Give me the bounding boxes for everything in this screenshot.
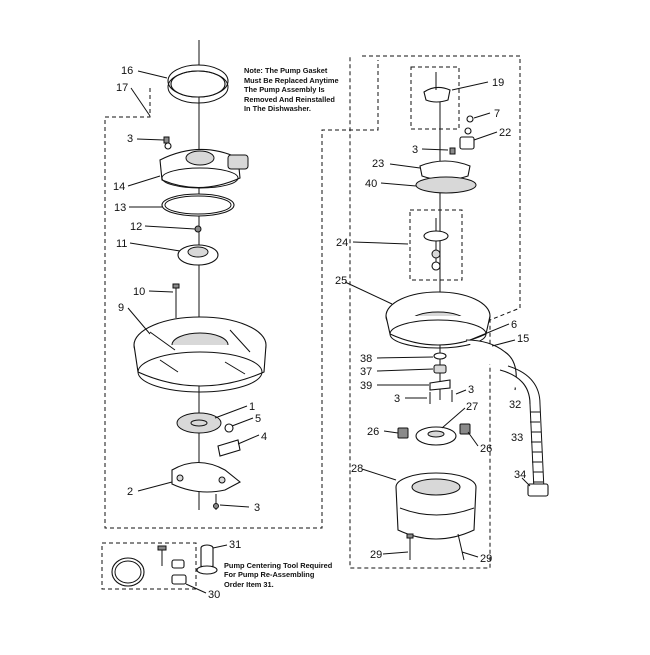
part-10-bolt — [172, 283, 180, 318]
callout-28: 28 — [351, 463, 363, 475]
callout-39: 39 — [360, 380, 372, 392]
callout-26-left: 26 — [367, 426, 379, 438]
part-33-drain-hose — [529, 403, 545, 491]
part-14-pump-cover — [159, 142, 249, 189]
callout-16: 16 — [121, 65, 133, 77]
part-40-seal — [415, 176, 477, 194]
part-29-bolt-right — [457, 533, 465, 561]
part-3-screw-right-top — [449, 147, 456, 155]
part-3-screw-lower — [213, 494, 219, 510]
callout-25: 25 — [335, 275, 347, 287]
callout-14: 14 — [113, 181, 125, 193]
callout-15: 15 — [517, 333, 529, 345]
part-4-bracket — [217, 439, 241, 457]
tool-note-line: Order Item 31. — [224, 579, 274, 589]
part-1-filter-disc — [176, 412, 222, 434]
gasket-note-line: The Pump Assembly Is — [244, 85, 325, 95]
part-5-washer — [224, 423, 234, 433]
centering-tool-note: Pump Centering Tool Required For Pump Re… — [224, 561, 354, 589]
gasket-note-line: Must Be Replaced Anytime — [244, 75, 339, 85]
callout-3-top-left: 3 — [127, 133, 133, 145]
callout-5: 5 — [255, 413, 261, 425]
callout-31: 31 — [229, 539, 241, 551]
tool-note-line: For Pump Re-Assembling — [224, 570, 315, 580]
callout-13: 13 — [114, 202, 126, 214]
part-37-bushing — [433, 364, 447, 374]
part-31-centering-tool — [196, 544, 218, 575]
part-22-fitting — [459, 136, 475, 150]
callout-29-right: 29 — [480, 553, 492, 565]
callout-3-lower-left: 3 — [254, 502, 260, 514]
gasket-note-line: Removed And Reinstalled — [244, 94, 335, 104]
part-15-hose-connector — [465, 339, 517, 391]
part-7-oring-small — [464, 115, 474, 135]
part-9-pump-housing — [133, 316, 267, 393]
callout-29-left: 29 — [370, 549, 382, 561]
callout-labels: 16 17 3 14 13 12 11 10 9 1 5 4 2 3 19 7 … — [113, 65, 529, 601]
callout-37: 37 — [360, 366, 372, 378]
callout-4: 4 — [261, 431, 267, 443]
grille-box-24 — [409, 209, 463, 281]
callout-24: 24 — [336, 237, 348, 249]
leader-lines — [127, 70, 531, 594]
left-assembly-boundary — [104, 60, 379, 529]
part-11-impeller — [177, 244, 219, 266]
callout-3-right-top: 3 — [412, 144, 418, 156]
part-3-screw-top-left — [163, 136, 170, 144]
callout-17: 17 — [116, 82, 128, 94]
part-12-screw — [194, 225, 202, 233]
part-16-pump-gasket — [167, 64, 229, 104]
gasket-note: Note: The Pump Gasket Must Be Replaced A… — [244, 66, 394, 114]
part-19-grille — [423, 72, 451, 103]
part-39-clip — [429, 379, 451, 391]
part-26-clip-right — [459, 423, 471, 435]
callout-33: 33 — [511, 432, 523, 444]
callout-2: 2 — [127, 486, 133, 498]
callout-30: 30 — [208, 589, 220, 601]
callout-34: 34 — [514, 469, 526, 481]
part-28-motor — [395, 472, 477, 540]
callout-32: 32 — [509, 399, 521, 411]
part-2-mount-bracket — [171, 461, 241, 493]
part-34-hose-end — [527, 483, 549, 497]
tool-note-line: Pump Centering Tool Required — [224, 561, 333, 570]
grille-box-19 — [410, 66, 460, 130]
callout-6: 6 — [511, 319, 517, 331]
part-25-pump-bowl — [385, 291, 491, 349]
part-26-clip-left — [397, 427, 409, 439]
callout-10: 10 — [133, 286, 145, 298]
part-38-washer — [433, 352, 447, 360]
gasket-note-line: In The Dishwasher. — [244, 104, 311, 114]
callout-19: 19 — [492, 77, 504, 89]
callout-40: 40 — [365, 178, 377, 190]
part-24-shaft-assembly — [423, 218, 449, 271]
gasket-note-line: Note: The Pump Gasket — [244, 66, 328, 75]
callout-11: 11 — [116, 238, 127, 250]
callout-12: 12 — [130, 221, 142, 233]
part-27-impeller-plate — [415, 426, 457, 446]
callout-3-mid-right: 3 — [468, 384, 474, 396]
callout-23: 23 — [372, 158, 384, 170]
callout-38: 38 — [360, 353, 372, 365]
part-30-kit-screw — [157, 545, 167, 566]
part-30-kit-gasket — [111, 557, 145, 587]
callout-1: 1 — [249, 401, 255, 413]
right-assembly-boundary — [349, 55, 521, 569]
part-29-bolt-left — [406, 533, 414, 560]
callout-7: 7 — [494, 108, 500, 120]
callout-26-right: 26 — [480, 443, 492, 455]
callout-22: 22 — [499, 127, 511, 139]
callout-27: 27 — [466, 401, 478, 413]
part-32-hose-elbow — [499, 365, 541, 405]
callout-9: 9 — [118, 302, 124, 314]
part-13-o-ring — [161, 193, 235, 217]
callout-3-mid-left: 3 — [394, 393, 400, 405]
part-30-kit-seals — [171, 559, 187, 585]
